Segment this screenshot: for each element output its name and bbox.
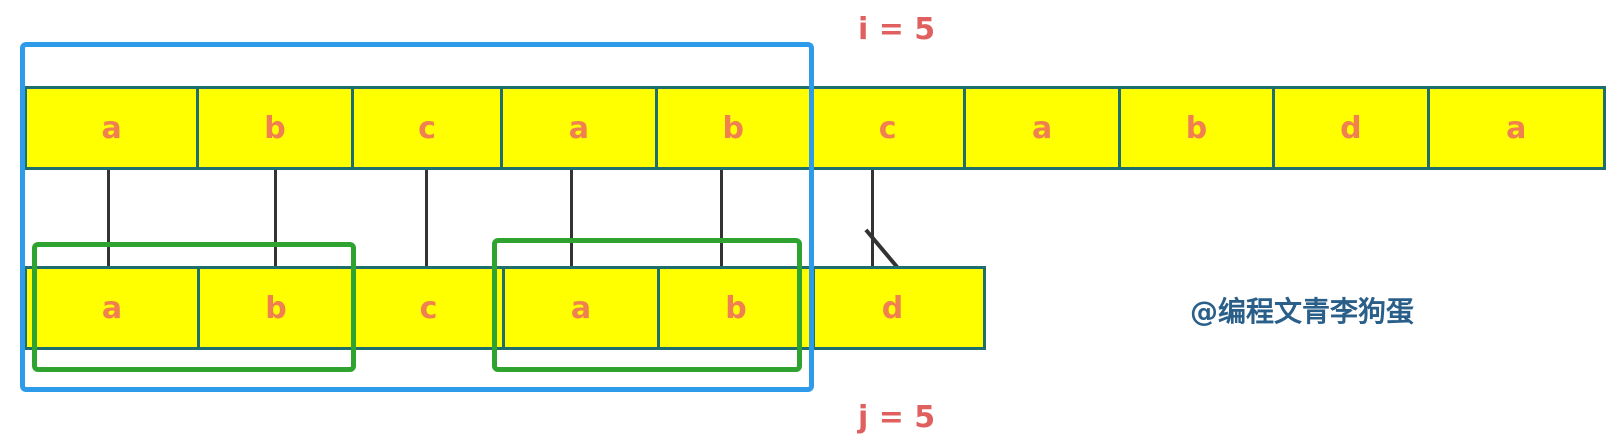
match-connector [720,170,723,266]
pointer-j-label: j = 5 [858,400,936,435]
pattern-cell: b [660,269,815,347]
pattern-string-row: a b c a b d [24,266,986,350]
text-cell: b [657,89,812,167]
mismatch-cross-mark [864,228,900,270]
pattern-cell: d [815,269,970,347]
text-cell: d [1275,89,1430,167]
text-cell: a [1429,89,1603,167]
pattern-cell: c [355,269,505,347]
text-cell: b [1120,89,1276,167]
text-cell: a [966,89,1121,167]
text-cell: a [27,89,200,167]
text-cell: c [353,89,504,167]
mismatch-connector [871,170,874,266]
prefix-highlight-box [32,242,356,372]
match-connector [570,170,573,266]
match-connector [425,170,428,266]
pointer-i-label: i = 5 [858,12,936,47]
watermark: @编程文青李狗蛋 [1190,295,1415,328]
suffix-highlight-box [492,238,802,372]
matched-window-box [20,42,814,392]
pattern-cell: a [27,269,200,347]
pattern-cell: a [505,269,660,347]
text-cell: b [199,89,354,167]
text-cell: c [812,89,967,167]
text-cell: a [503,89,658,167]
match-connector [274,170,277,266]
match-connector [107,170,110,266]
text-string-row: a b c a b c a b d a [24,86,1606,170]
